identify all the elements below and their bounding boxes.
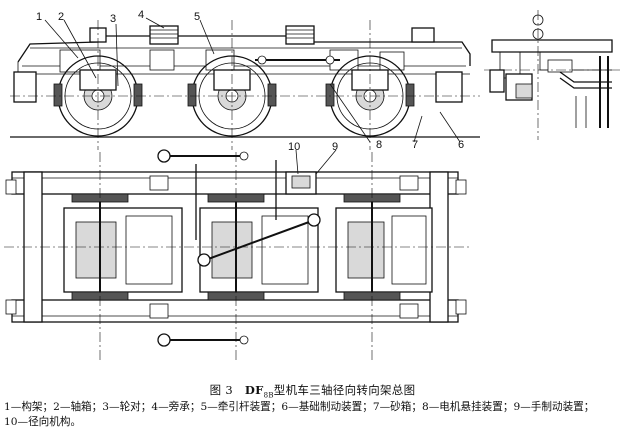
end-elevation-view: [484, 10, 620, 140]
callout-7: 7: [412, 139, 418, 151]
callout-9: 9: [332, 141, 338, 153]
callout-6: 6: [458, 139, 464, 151]
figure-caption: 图 3 DF8B型机车三轴径向转向架总图: [0, 382, 625, 399]
callout-5: 5: [194, 11, 200, 23]
caption-model: DF: [244, 383, 264, 397]
traction-motors-plan: [63, 207, 433, 293]
callout-10: 10: [288, 141, 300, 153]
callout-8: 8: [376, 139, 382, 151]
callout-1: 1: [36, 11, 42, 23]
callout-2: 2: [58, 11, 64, 23]
side-bearing-springs: [89, 25, 435, 45]
parts-legend: 1—构架；2—轴箱；3—轮对；4—旁承；5—牵引杆装置；6—基础制动装置；7—砂…: [4, 400, 622, 430]
legend-line: 10—径向机构。: [4, 416, 82, 428]
caption-title-text: 型机车三轴径向转向架总图: [273, 383, 416, 397]
callout-4: 4: [138, 9, 144, 21]
callout-3: 3: [110, 13, 116, 25]
callout-leaders: [44, 17, 461, 175]
caption-model-sub: 8B: [263, 391, 274, 400]
legend-line: 1—构架；2—轴箱；3—轮对；4—旁承；5—牵引杆装置；6—基础制动装置；7—砂…: [4, 401, 595, 413]
figure-number: 图 3: [209, 383, 233, 397]
radial-mechanism: [157, 149, 321, 347]
plan-view: [4, 149, 470, 360]
callout-numbers: 1 2 3 4 5 8 7 6 10 9: [36, 9, 464, 153]
side-elevation-view: [10, 20, 480, 150]
